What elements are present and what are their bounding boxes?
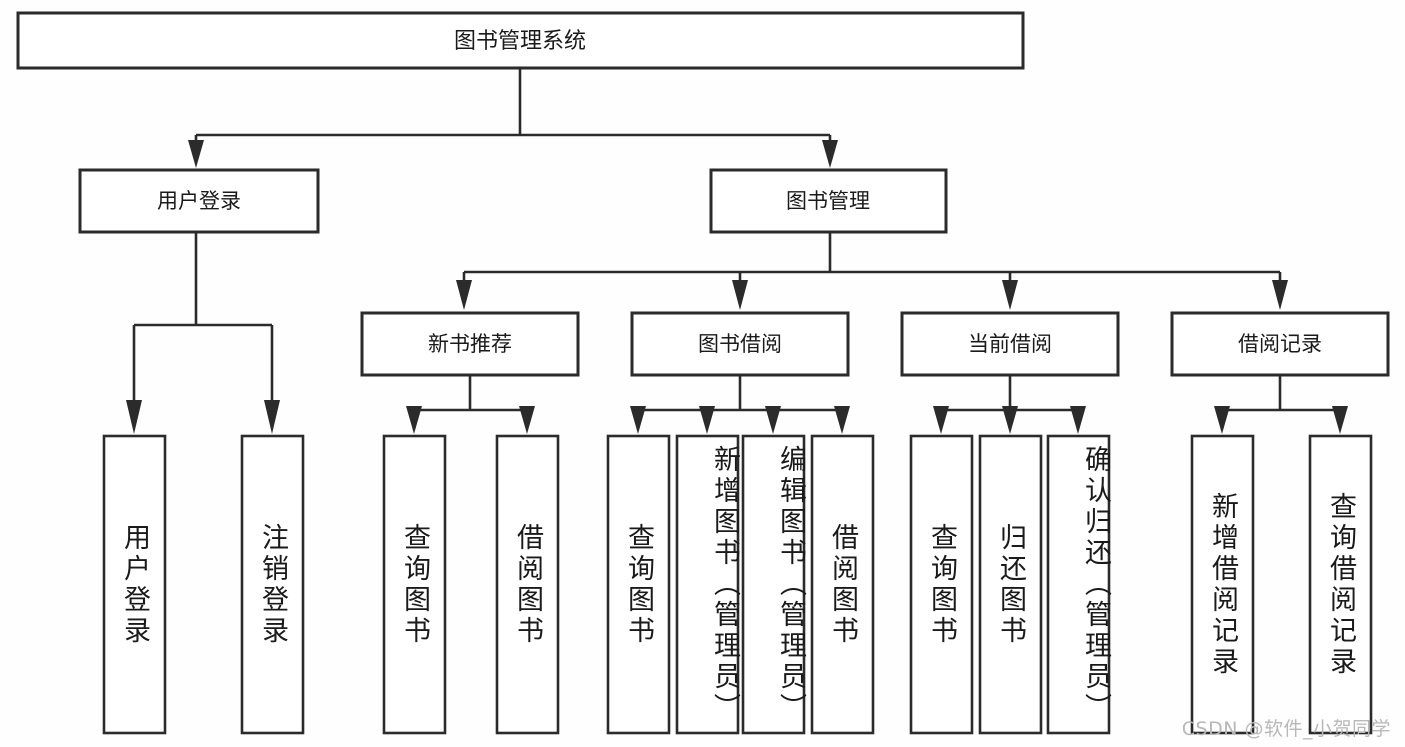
node-borrow-record-label: 借阅记录 <box>1238 332 1322 356</box>
arrowhead-leaf-add-record <box>1214 406 1230 434</box>
arrowhead-leaf-confirm-return <box>1070 406 1086 434</box>
node-leaf-query-book-3[interactable] <box>909 434 974 735</box>
node-leaf-user-login[interactable] <box>102 434 167 735</box>
node-new-book-recommend-label: 新书推荐 <box>428 332 512 356</box>
node-new-book-recommend[interactable] <box>360 311 580 377</box>
arrowhead-leaf-query-book-2 <box>630 406 646 434</box>
node-leaf-edit-book[interactable] <box>741 434 806 735</box>
node-current-borrow[interactable] <box>900 311 1120 377</box>
arrowhead-leaf-borrow-book-2 <box>834 406 850 434</box>
node-leaf-confirm-return[interactable] <box>1046 434 1111 735</box>
arrowhead-leaf-add-book <box>699 406 715 434</box>
connector-layer <box>126 68 1348 434</box>
arrowhead-borrow-record <box>1272 280 1288 310</box>
node-layer: 图书管理系统 用户登录 图书管理 新书推荐 图书借阅 当前借阅 借阅记录 <box>16 11 1390 735</box>
node-current-borrow-label: 当前借阅 <box>968 332 1052 356</box>
node-user-login-label: 用户登录 <box>157 189 241 213</box>
arrowhead-leaf-query-book-3 <box>933 406 949 434</box>
node-leaf-logout-login[interactable] <box>240 434 305 735</box>
arrowhead-user-login <box>188 140 204 168</box>
node-book-borrow[interactable] <box>630 311 850 377</box>
node-book-management[interactable] <box>709 168 948 234</box>
arrowhead-leaf-return-book <box>1002 406 1018 434</box>
arrowhead-leaf-borrow-book-1 <box>519 406 535 434</box>
node-root-label: 图书管理系统 <box>454 29 586 54</box>
node-leaf-borrow-book-1[interactable] <box>495 434 560 735</box>
node-leaf-query-book-2[interactable] <box>606 434 671 735</box>
node-book-management-label: 图书管理 <box>786 189 870 213</box>
arrowhead-new-book-recommend <box>456 280 472 310</box>
arrowhead-leaf-query-book-1 <box>406 406 422 434</box>
node-leaf-borrow-book-2[interactable] <box>810 434 875 735</box>
node-leaf-add-record[interactable] <box>1190 434 1255 735</box>
node-leaf-return-book[interactable] <box>978 434 1043 735</box>
arrowhead-leaf-query-record <box>1332 406 1348 434</box>
arrowhead-current-borrow <box>1002 280 1018 310</box>
csdn-watermark: CSDN @软件_小贺同学 <box>1181 718 1391 740</box>
node-leaf-query-book-1[interactable] <box>382 434 447 735</box>
node-user-login[interactable] <box>78 168 320 234</box>
node-borrow-record[interactable] <box>1170 311 1390 377</box>
arrowhead-book-borrow <box>732 280 748 310</box>
node-leaf-add-book[interactable] <box>675 434 740 735</box>
node-book-borrow-label: 图书借阅 <box>698 332 782 356</box>
node-root[interactable] <box>16 11 1025 70</box>
arrowhead-leaf-edit-book <box>765 406 781 434</box>
arrowhead-leaf-user-login <box>126 400 142 434</box>
node-leaf-query-record[interactable] <box>1308 434 1373 735</box>
arrowhead-leaf-logout-login <box>264 400 280 434</box>
arrowhead-book-management <box>822 140 838 168</box>
